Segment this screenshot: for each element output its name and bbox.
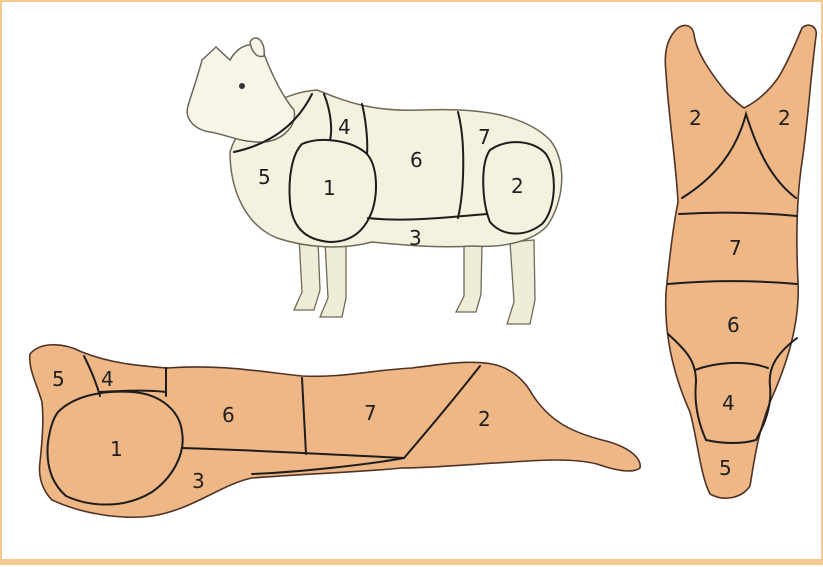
sheep-label-2: 2 [511,174,524,198]
sheep-front-leg-left [294,237,320,310]
sheep-eye [239,83,245,89]
side-label-6: 6 [222,403,235,427]
side-carcass: 5 4 6 7 1 2 3 [30,345,641,517]
sheep-head [187,45,294,142]
carcass-label-7: 7 [729,236,742,260]
side-carcass-shape [30,345,641,517]
side-label-7: 7 [364,401,377,425]
sheep-label-1: 1 [323,176,336,200]
carcass-label-2-right: 2 [778,106,791,130]
side-label-1: 1 [110,437,123,461]
upright-carcass: 2 2 7 6 4 5 [665,25,816,498]
sheep-front-leg-right [320,242,346,317]
sheep-illustration: 4 6 7 5 1 2 3 [187,38,562,324]
side-label-5: 5 [52,367,65,391]
upright-carcass-shape [665,25,816,498]
side-label-3: 3 [192,469,205,493]
sheep-label-6: 6 [410,148,423,172]
sheep-hind-leg-left [456,240,482,312]
sheep-hind-leg-right [507,240,535,324]
side-label-4: 4 [101,367,114,391]
sheep-label-5: 5 [258,165,271,189]
sheep-label-3: 3 [409,226,422,250]
sheep-label-7: 7 [478,125,491,149]
sheep-label-4: 4 [338,115,351,139]
carcass-label-6: 6 [727,313,740,337]
carcass-label-4: 4 [722,391,735,415]
carcass-label-2-left: 2 [689,106,702,130]
side-label-2: 2 [478,407,491,431]
carcass-label-5: 5 [719,456,732,480]
